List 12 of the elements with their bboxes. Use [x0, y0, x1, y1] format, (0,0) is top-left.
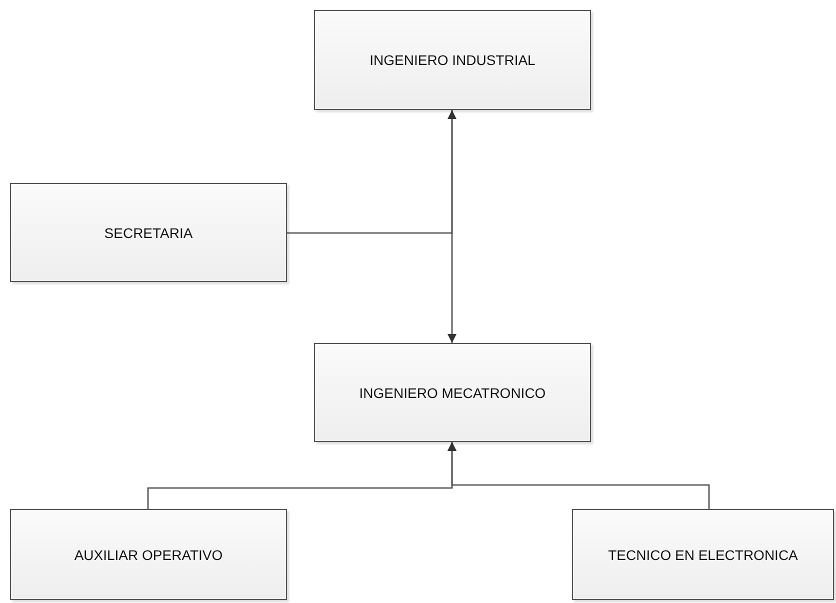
role-box	[572, 509, 834, 600]
role-label: SECRETARIA	[104, 224, 193, 240]
role-label: AUXILIAR OPERATIVO	[74, 546, 223, 562]
role-box	[314, 10, 591, 110]
role-box	[10, 509, 287, 600]
role-box	[10, 183, 287, 282]
role-label: TECNICO EN ELECTRONICA	[608, 546, 798, 562]
arrow	[448, 442, 710, 509]
role-box	[314, 343, 591, 442]
arrow	[287, 110, 456, 234]
role-label: INGENIERO INDUSTRIAL	[370, 52, 536, 68]
role-label: INGENIERO MECATRONICO	[359, 384, 546, 400]
